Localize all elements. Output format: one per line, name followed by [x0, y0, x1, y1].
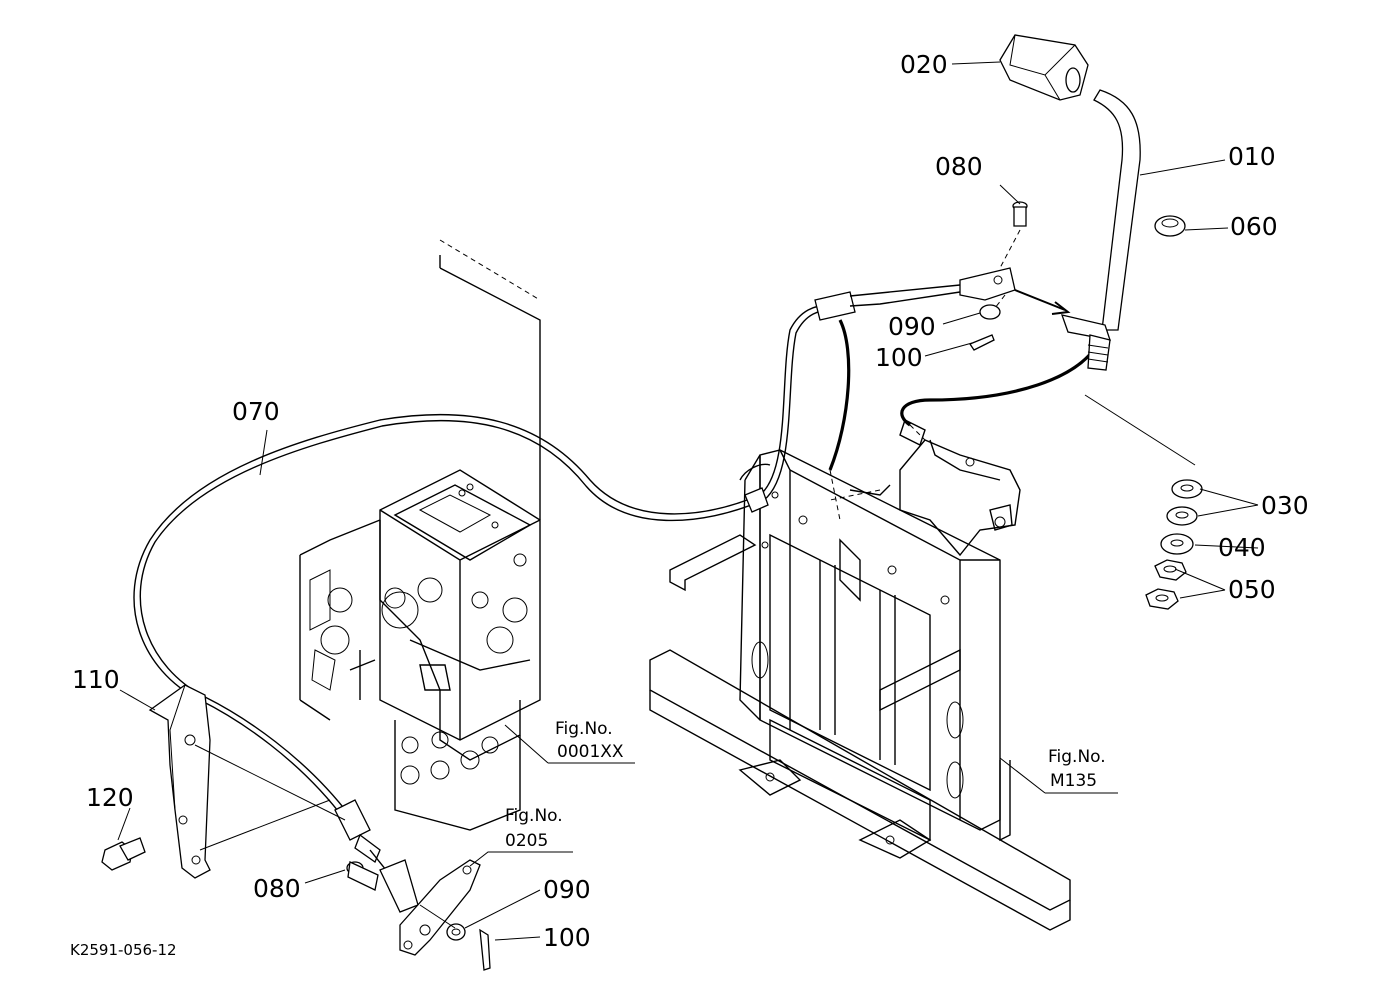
label-020: 020 — [900, 50, 948, 79]
label-010: 010 — [1228, 142, 1276, 171]
label-030: 030 — [1261, 491, 1309, 520]
fig-ref-frame-title: Fig.No. — [1048, 747, 1106, 767]
label-100-bottom: 100 — [543, 923, 591, 952]
frame-assembly — [649, 419, 1071, 931]
shift-lever-010 — [1060, 89, 1141, 371]
label-100-top: 100 — [875, 343, 923, 372]
drawing-code: K2591-056-12 — [70, 941, 177, 959]
label-110: 110 — [72, 665, 120, 694]
cable-route-arc-left — [828, 319, 851, 471]
washer-090-bottom — [446, 923, 466, 941]
label-080-top: 080 — [935, 152, 983, 181]
fig-ref-engine-title: Fig.No. — [555, 719, 613, 739]
engine-block — [299, 239, 541, 831]
label-070: 070 — [232, 397, 280, 426]
label-060: 060 — [1230, 212, 1278, 241]
bolt-120 — [101, 837, 146, 871]
cotter-pin-100-top — [969, 334, 995, 351]
pin-080-bottom — [346, 861, 379, 891]
label-120: 120 — [86, 783, 134, 812]
cable-070 — [133, 267, 1016, 913]
label-090-bottom: 090 — [543, 875, 591, 904]
hardware-stack — [1084, 394, 1203, 610]
washer-090-top — [979, 304, 1001, 320]
pin-080-top — [1012, 201, 1028, 227]
bracket-110 — [148, 684, 346, 879]
label-040: 040 — [1218, 533, 1266, 562]
label-090-top: 090 — [888, 312, 936, 341]
fig-ref-engine-number: 0001XX — [557, 742, 624, 762]
leader-lines — [117, 61, 1259, 941]
fig-ref-bracket-title: Fig.No. — [505, 806, 563, 826]
label-080-bottom: 080 — [253, 874, 301, 903]
knob-020 — [999, 34, 1089, 101]
link-arm — [399, 859, 481, 956]
cotter-pin-100-bottom — [479, 928, 491, 971]
cable-route-arc-right — [900, 339, 1102, 427]
fig-ref-bracket-number: 0205 — [505, 831, 548, 851]
fig-ref-frame-number: M135 — [1050, 771, 1097, 791]
label-050: 050 — [1228, 575, 1276, 604]
